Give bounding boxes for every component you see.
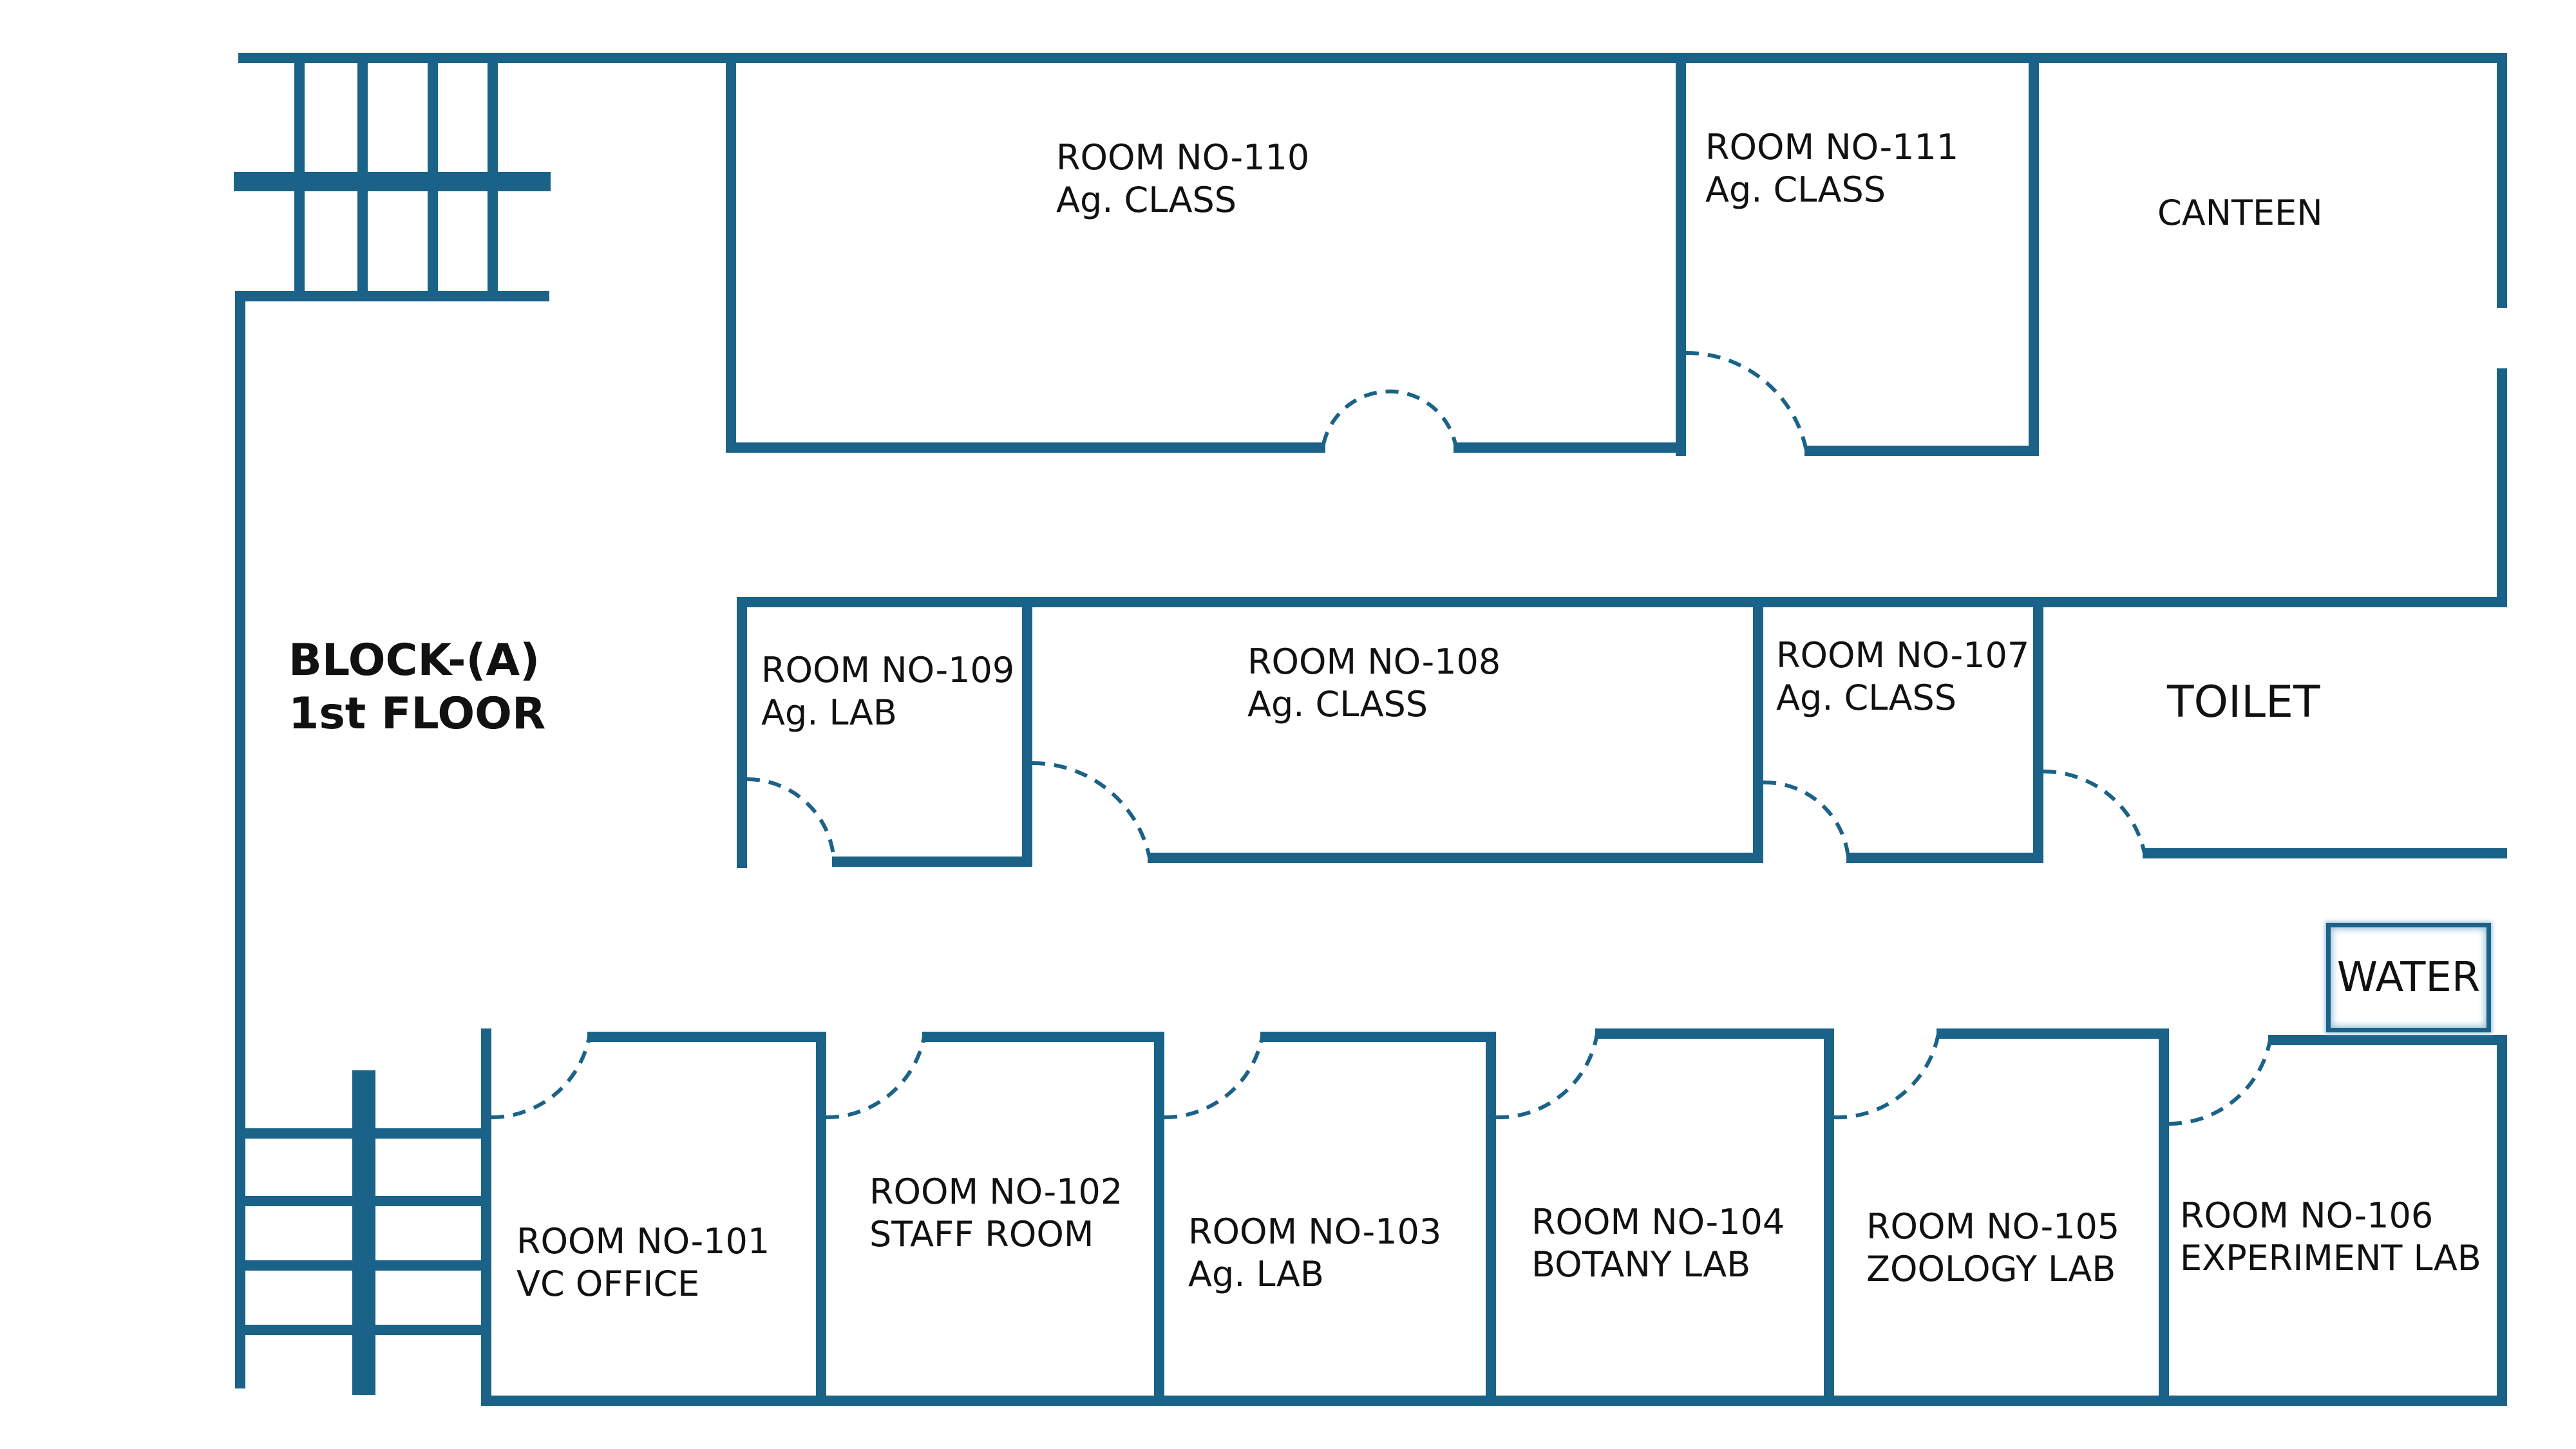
room-name: VC OFFICE — [516, 1263, 700, 1304]
room-number: ROOM NO-107 — [1776, 635, 2030, 676]
room-name: TOILET — [2167, 677, 2320, 728]
top-staircase — [234, 58, 551, 300]
water-label: WATER — [2336, 954, 2481, 1001]
room-name: STAFF ROOM — [869, 1213, 1094, 1255]
room-109-label: ROOM NO-109 Ag. LAB — [761, 649, 1014, 734]
toilet-label: TOILET — [2167, 676, 2320, 730]
bottom-staircase — [240, 1070, 487, 1395]
room-number: ROOM NO-101 — [516, 1221, 770, 1262]
room-name: Ag. CLASS — [1776, 677, 1957, 718]
floor-name: 1st FLOOR — [289, 688, 546, 739]
room-110-label: ROOM NO-110 Ag. CLASS — [1056, 137, 1309, 222]
room-name: Ag. LAB — [761, 692, 897, 733]
bottom-room-walls — [481, 1028, 2507, 1406]
room-name: CANTEEN — [2157, 193, 2323, 233]
room-name: Ag. CLASS — [1247, 683, 1428, 724]
room-number: ROOM NO-111 — [1705, 127, 1959, 167]
room-number: ROOM NO-106 — [2180, 1195, 2434, 1236]
room-name: Ag. CLASS — [1056, 179, 1237, 220]
room-102-label: ROOM NO-102 STAFF ROOM — [869, 1171, 1122, 1256]
canteen-label: CANTEEN — [2157, 192, 2323, 234]
room-number: ROOM NO-103 — [1188, 1211, 1442, 1252]
room-number: ROOM NO-108 — [1247, 641, 1501, 682]
room-name: Ag. CLASS — [1705, 169, 1886, 210]
room-101-label: ROOM NO-101 VC OFFICE — [516, 1220, 770, 1305]
room-number: ROOM NO-110 — [1056, 137, 1310, 178]
room-111-label: ROOM NO-111 Ag. CLASS — [1705, 126, 1958, 211]
room-name: EXPERIMENT LAB — [2180, 1237, 2481, 1278]
room-108-label: ROOM NO-108 Ag. CLASS — [1247, 641, 1501, 726]
room-103-label: ROOM NO-103 Ag. LAB — [1188, 1211, 1441, 1296]
water-station: WATER — [2326, 923, 2491, 1032]
room-number: ROOM NO-105 — [1866, 1206, 2120, 1247]
room-105-label: ROOM NO-105 ZOOLOGY LAB — [1866, 1206, 2119, 1291]
block-name: BLOCK-(A) — [289, 635, 540, 686]
middle-room-walls — [737, 597, 2507, 868]
top-room-walls — [726, 58, 2039, 456]
room-name: Ag. LAB — [1188, 1253, 1324, 1294]
room-104-label: ROOM NO-104 BOTANY LAB — [1531, 1201, 1785, 1286]
room-name: ZOOLOGY LAB — [1866, 1248, 2116, 1289]
room-number: ROOM NO-104 — [1531, 1202, 1785, 1242]
room-107-label: ROOM NO-107 Ag. CLASS — [1776, 634, 2029, 719]
block-title: BLOCK-(A) 1st FLOOR — [289, 634, 545, 741]
room-number: ROOM NO-109 — [761, 650, 1015, 690]
room-name: BOTANY LAB — [1531, 1244, 1751, 1285]
room-number: ROOM NO-102 — [869, 1171, 1123, 1212]
room-106-label: ROOM NO-106 EXPERIMENT LAB — [2180, 1195, 2481, 1280]
